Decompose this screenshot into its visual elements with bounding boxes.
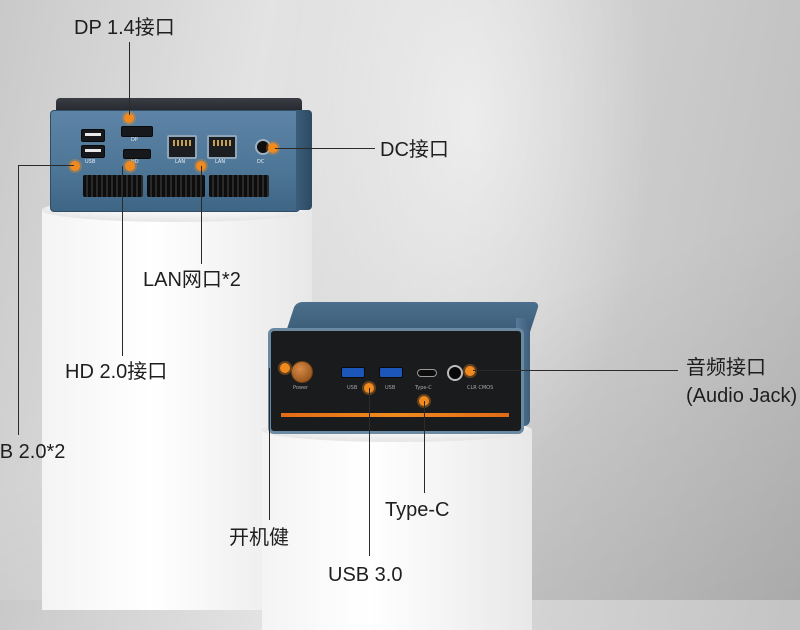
dp-port [121, 126, 153, 137]
lan-port-2 [207, 135, 237, 159]
callout-line-dp [129, 42, 130, 115]
callout-dot-dp [124, 113, 134, 123]
lan-port-1 [167, 135, 197, 159]
callout-line-hd [122, 166, 123, 356]
hd-port [123, 149, 151, 159]
usb-port-lower [81, 145, 105, 158]
lan-port-1-label: LAN [175, 159, 186, 165]
callout-dot-hd [125, 161, 135, 171]
callout-dot-usb2 [70, 161, 80, 171]
usb-port-upper [81, 129, 105, 142]
mini-pc-rear-view: USB DP HD LAN LAN DC [50, 98, 312, 212]
clr-cmos-label: CLR CMOS [467, 385, 494, 391]
callout-line-usb2-h [18, 165, 74, 166]
device-top [56, 98, 302, 112]
usb3-port-2 [379, 367, 403, 378]
label-power: 开机健 [229, 527, 289, 549]
rear-panel: USB DP HD LAN LAN DC [50, 110, 300, 212]
label-typec: Type-C [385, 499, 450, 521]
callout-line-typec [424, 401, 425, 493]
label-dc: DC接口 [380, 139, 449, 161]
label-dp: DP 1.4接口 [74, 17, 175, 39]
callout-dot-power [280, 363, 290, 373]
label-audio: 音频接口 [686, 357, 766, 379]
lan-port-2-label: LAN [215, 159, 226, 165]
label-lan: LAN网口*2 [143, 269, 241, 291]
usb3-port-1 [341, 367, 365, 378]
label-hd: HD 2.0接口 [65, 361, 168, 383]
dp-port-label: DP [131, 137, 138, 143]
callout-line-usb3 [369, 388, 370, 556]
vent-middle [147, 175, 205, 197]
label-audio-en: (Audio Jack) [686, 385, 798, 407]
orange-accent-stripe [281, 413, 509, 417]
label-usb3: USB 3.0 [328, 564, 403, 586]
callout-dot-dc [268, 143, 278, 153]
callout-line-lan [201, 166, 202, 264]
mini-pc-front-view: Power USB USB Type-C CLR CMOS [268, 302, 540, 434]
device-side [296, 110, 312, 210]
type-c-port [417, 369, 437, 377]
type-c-label: Type-C [415, 385, 432, 391]
usb3-port-2-label: USB [385, 385, 396, 391]
callout-line-dc [275, 148, 375, 149]
audio-jack [447, 365, 463, 381]
dc-port-label: DC [257, 159, 265, 165]
callout-line-audio [473, 370, 678, 371]
usb-port-label: USB [85, 159, 96, 165]
vent-left [83, 175, 143, 197]
label-usb2: USB 2.0*2 [0, 441, 66, 463]
vent-right [209, 175, 269, 197]
pedestal-right [262, 418, 532, 630]
hd-port-label: HD [131, 159, 139, 165]
callout-line-usb2-v [18, 165, 19, 435]
front-panel: Power USB USB Type-C CLR CMOS [268, 328, 524, 434]
power-button [291, 361, 313, 383]
callout-dot-audio [465, 366, 475, 376]
usb3-port-1-label: USB [347, 385, 358, 391]
power-label: Power [293, 385, 309, 391]
callout-line-power [269, 368, 270, 520]
